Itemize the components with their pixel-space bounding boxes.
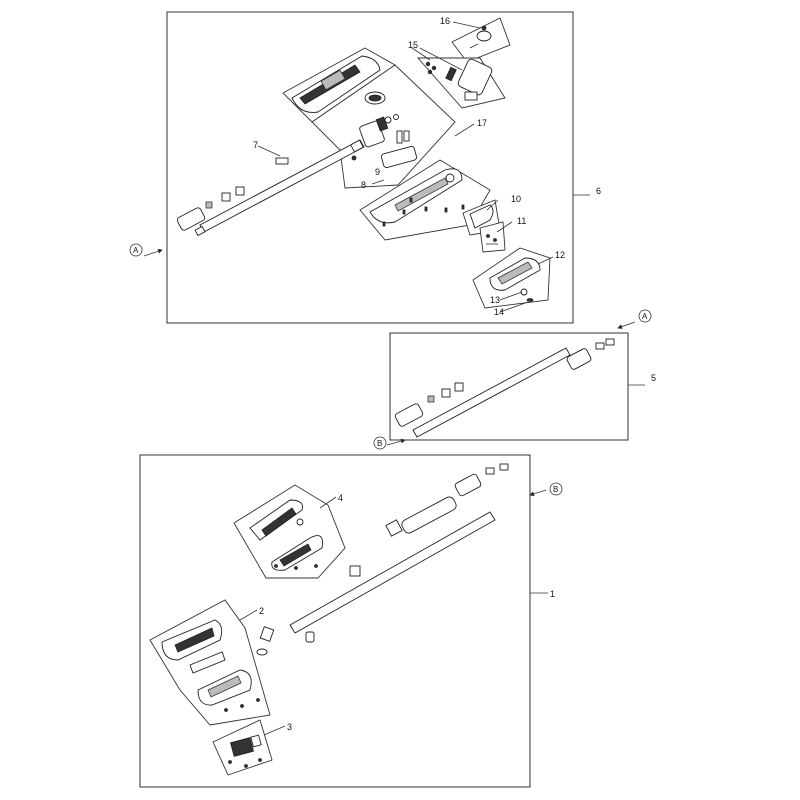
callout-14: 14 (494, 307, 504, 317)
callout-10: 10 (511, 194, 521, 204)
head-subassembly-15-16 (417, 17, 511, 109)
callout-8: 8 (361, 180, 366, 190)
callout-1: 1 (550, 589, 555, 599)
callout-9: 9 (375, 167, 380, 177)
callout-15: 15 (408, 40, 418, 50)
callout-11: 11 (517, 216, 526, 226)
callout-3: 3 (287, 722, 292, 732)
callout-6: 6 (596, 186, 601, 196)
connector-a-right-label: A (642, 312, 648, 321)
connector-a-left-label: A (133, 246, 139, 255)
connector-b-right-label: B (553, 485, 558, 494)
assembly-1-frame (139, 454, 548, 788)
handle-subassembly-4 (233, 484, 346, 579)
callout-4: 4 (338, 493, 343, 503)
callout-2: 2 (259, 606, 264, 616)
connector-b-left (373, 436, 406, 450)
gear-subassembly-17 (311, 64, 456, 189)
cover-subassembly-12 (472, 247, 551, 309)
connector-a-left (129, 243, 163, 257)
connector-b-left-label: B (377, 439, 382, 448)
callout-17: 17 (477, 118, 487, 128)
callout-13: 13 (490, 295, 500, 305)
callout-16: 16 (440, 16, 450, 26)
blade-guard-subassembly (359, 159, 491, 241)
callout-5: 5 (651, 373, 656, 383)
main-tube-1 (289, 463, 509, 643)
connector-a-right (617, 309, 652, 329)
clamp-subassembly-10-11 (462, 199, 506, 253)
assembly-6-frame (166, 11, 590, 324)
battery-housing-subassembly-2 (149, 599, 275, 726)
connector-b-right (529, 482, 563, 497)
switch-subassembly-3 (212, 719, 273, 776)
callout-leaders (239, 21, 554, 736)
extension-tube-5 (394, 338, 615, 438)
callout-7: 7 (253, 140, 258, 150)
assembly-5-frame (389, 332, 645, 441)
upper-tube-6 (176, 139, 365, 237)
callout-12: 12 (555, 250, 565, 260)
